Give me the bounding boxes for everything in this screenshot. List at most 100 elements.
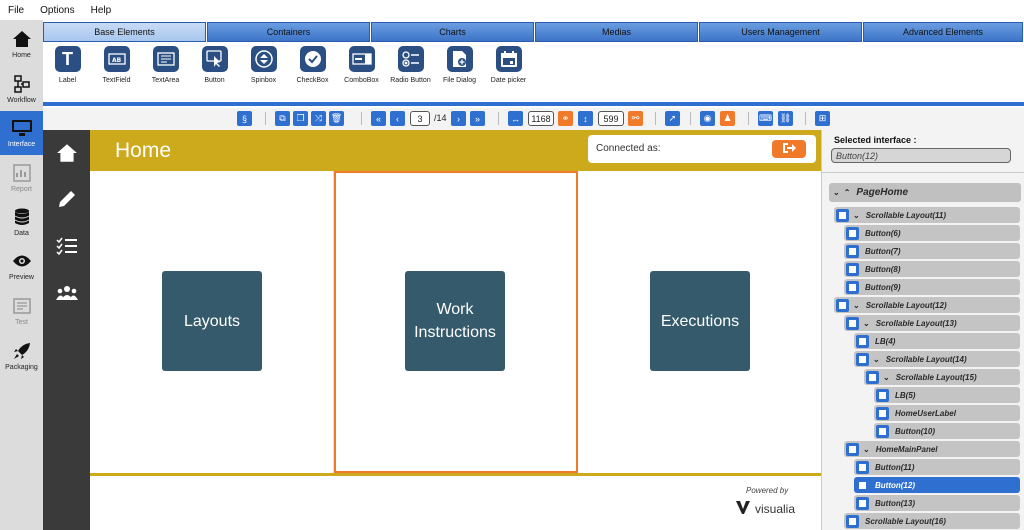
tab-medias[interactable]: Medias — [535, 22, 698, 42]
tree-node[interactable]: Scrollable Layout(16) — [844, 513, 1020, 529]
last-page-button[interactable]: » — [470, 111, 485, 126]
height-input[interactable]: 599 — [598, 111, 624, 126]
tool-textarea[interactable]: TextArea — [141, 46, 190, 106]
nav-data[interactable]: Data — [0, 200, 43, 244]
hierarchy-button[interactable]: ⊞ — [815, 111, 830, 126]
menu-options[interactable]: Options — [40, 4, 75, 16]
eye-icon: ◉ — [703, 113, 712, 123]
calendar-icon — [495, 46, 522, 72]
tool-date-picker[interactable]: Date picker — [484, 46, 533, 106]
tree-node[interactable]: ⌄Scrollable Layout(13) — [844, 315, 1020, 331]
tree-node-selected[interactable]: Button(12) — [854, 477, 1020, 493]
chevron-left-icon: ‹ — [396, 113, 399, 124]
executions-cell[interactable]: Executions — [578, 171, 821, 473]
nav-preview[interactable]: Preview — [0, 244, 43, 288]
tree-node[interactable]: LB(5) — [874, 387, 1020, 403]
work-instructions-button[interactable]: Work Instructions — [405, 271, 505, 371]
menu-help[interactable]: Help — [90, 4, 112, 16]
eye-icon — [11, 251, 33, 271]
tree-node[interactable]: LB(4) — [854, 333, 1020, 349]
link-button[interactable]: ⛓ — [778, 111, 793, 126]
selected-interface-label: Selected interface : — [834, 135, 917, 145]
tool-checkbox-text: CheckBox — [296, 77, 329, 84]
users-nav-button[interactable] — [55, 282, 79, 306]
nav-interface[interactable]: Interface — [0, 111, 43, 155]
chevron-up-icon: ⌃ — [843, 188, 851, 197]
tree-node[interactable]: ⌄Scrollable Layout(14) — [854, 351, 1020, 367]
menu-bar: File Options Help — [0, 0, 1024, 20]
chevron-down-icon: ⌄ — [853, 210, 860, 220]
preview-button[interactable]: ◉ — [700, 111, 715, 126]
page-total: /14 — [434, 113, 447, 123]
page-number-input[interactable]: 3 — [410, 111, 430, 126]
first-page-button[interactable]: « — [371, 111, 386, 126]
link-nodes-icon: ⚭ — [561, 113, 570, 123]
home-nav-button[interactable] — [55, 142, 79, 166]
tree-node[interactable]: ⌄Scrollable Layout(15) — [864, 369, 1020, 385]
chevron-down-icon: ⌄ — [863, 318, 870, 328]
nav-test[interactable]: Test — [0, 289, 43, 333]
radio-icon — [397, 46, 424, 72]
checklist-nav-button[interactable] — [55, 235, 79, 259]
tree-node[interactable]: Button(13) — [854, 495, 1020, 511]
executions-button[interactable]: Executions — [650, 271, 750, 371]
tool-file-dialog-text: File Dialog — [442, 77, 477, 84]
nav-packaging-label: Packaging — [5, 364, 38, 371]
tree-node-pagehome[interactable]: ⌄ ⌃ PageHome — [829, 183, 1021, 202]
tool-textfield[interactable]: AB TextField — [92, 46, 141, 106]
tree-node[interactable]: Button(6) — [844, 225, 1020, 241]
tool-checkbox[interactable]: CheckBox — [288, 46, 337, 106]
previous-page-button[interactable]: ‹ — [390, 111, 405, 126]
nav-packaging[interactable]: Packaging — [0, 334, 43, 378]
tool-file-dialog[interactable]: File Dialog — [435, 46, 484, 106]
tab-base-elements[interactable]: Base Elements — [43, 22, 206, 42]
width-button[interactable]: ↔ — [508, 111, 523, 126]
design-canvas: Home Connected as: Layouts Work Instruct… — [43, 130, 821, 530]
duplicate-button[interactable]: ❐ — [293, 111, 308, 126]
edit-nav-button[interactable] — [55, 188, 79, 212]
keyboard-button[interactable]: ⌨ — [758, 111, 773, 126]
tree-node[interactable]: Button(8) — [844, 261, 1020, 277]
tree-node[interactable]: HomeUserLabel — [874, 405, 1020, 421]
tab-users-management[interactable]: Users Management — [699, 22, 862, 42]
height-link-button[interactable]: ⚯ — [628, 111, 643, 126]
logout-button[interactable] — [772, 140, 806, 158]
shuffle-button[interactable]: ⤨ — [311, 111, 326, 126]
work-instructions-cell[interactable]: Work Instructions — [334, 171, 578, 473]
selected-interface-field[interactable]: Button(12) — [831, 148, 1011, 163]
tree-node[interactable]: Button(7) — [844, 243, 1020, 259]
layouts-button[interactable]: Layouts — [162, 271, 262, 371]
vertical-arrows-icon: ↕ — [583, 113, 588, 124]
tab-advanced-elements[interactable]: Advanced Elements — [863, 22, 1023, 42]
tab-containers[interactable]: Containers — [207, 22, 370, 42]
tool-spinbox[interactable]: Spinbox — [239, 46, 288, 106]
tree-node[interactable]: ⌄Scrollable Layout(12) — [834, 297, 1020, 313]
textarea-icon — [152, 46, 179, 72]
height-button[interactable]: ↕ — [578, 111, 593, 126]
tree-node[interactable]: Button(9) — [844, 279, 1020, 295]
tool-combobox[interactable]: ComboBox — [337, 46, 386, 106]
user-access-button[interactable]: ♟ — [720, 111, 735, 126]
next-page-button[interactable]: › — [451, 111, 466, 126]
tool-radio-button[interactable]: Radio Button — [386, 46, 435, 106]
menu-file[interactable]: File — [8, 4, 25, 16]
tool-spinbox-text: Spinbox — [250, 77, 277, 84]
layouts-cell[interactable]: Layouts — [90, 171, 334, 473]
copy-page-button[interactable]: ⧉ — [275, 111, 290, 126]
width-input[interactable]: 1168 — [528, 111, 554, 126]
database-icon — [11, 207, 33, 227]
width-link-button[interactable]: ⚭ — [558, 111, 573, 126]
delete-button[interactable]: 🗑 — [329, 111, 344, 126]
tab-charts[interactable]: Charts — [371, 22, 534, 42]
tree-node[interactable]: Button(11) — [854, 459, 1020, 475]
tree-node[interactable]: ⌄Scrollable Layout(11) — [834, 207, 1020, 223]
nav-workflow[interactable]: Workflow — [0, 67, 43, 111]
section-button[interactable]: § — [237, 111, 252, 126]
tool-label[interactable]: T Label — [43, 46, 92, 106]
nav-report[interactable]: Report — [0, 156, 43, 200]
tool-button[interactable]: Button — [190, 46, 239, 106]
tree-node[interactable]: ⌄HomeMainPanel — [844, 441, 1020, 457]
nav-home[interactable]: Home — [0, 22, 43, 66]
select-pointer-button[interactable]: ➚ — [665, 111, 680, 126]
tree-node[interactable]: Button(10) — [874, 423, 1020, 439]
